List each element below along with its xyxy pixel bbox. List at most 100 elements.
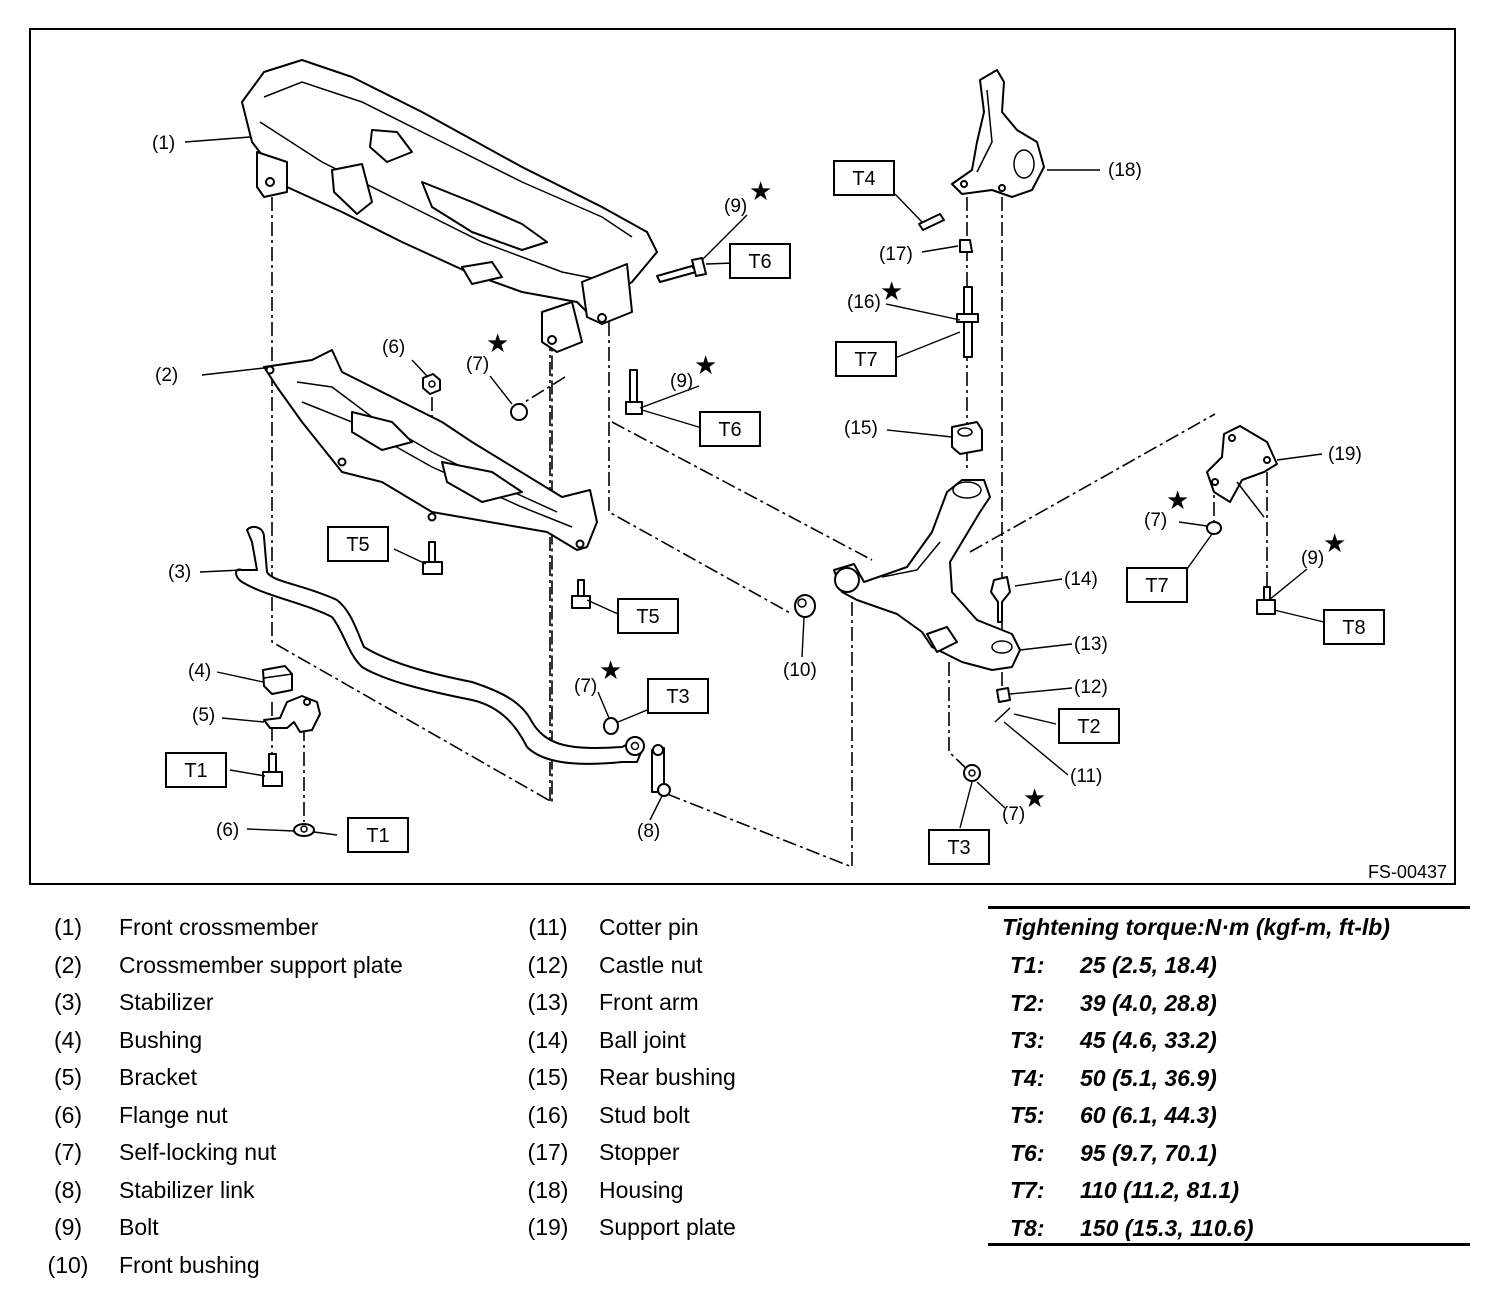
legend-number: (10) [47,1251,89,1278]
legend-number: (13) [527,989,569,1015]
support-plate-part [1206,425,1278,518]
legend-part-name: Crossmember support plate [119,951,403,978]
svg-text:T8: T8 [1342,617,1365,639]
torque-tag-t2: T2 [1058,708,1120,744]
callout-labels: (1) (2) (3) (4) (5) (6) (6) (7) (7) (7) … [152,133,1362,842]
legend-number: (14) [527,1026,569,1053]
callout-9-upper: (9) [724,196,747,217]
torque-value: 45 (4.6, 33.2) [1080,1027,1217,1053]
bracket-part [263,695,321,733]
torque-tag-t7-left: T7 [835,341,897,377]
torque-key: T4: [1010,1064,1045,1091]
legend-number: (9) [53,1214,83,1240]
torque-value: 25 (2.5, 18.4) [1080,952,1217,978]
callout-7-arm: (7) [1002,804,1025,825]
legend-part-name: Flange nut [119,1101,228,1128]
legend-part-name: Bushing [119,1026,203,1053]
star-icon: ★ [599,655,622,685]
star-icon: ★ [1166,485,1189,515]
housing-part [951,69,1045,198]
callout-7-stabilizer: (7) [574,676,597,697]
torque-key: T7: [1010,1177,1045,1203]
legend-number: (7) [53,1139,83,1165]
legend-part-name: Castle nut [599,951,703,978]
star-icon: ★ [486,328,509,358]
crossmember-support-plate-part [263,349,598,551]
callout-8: (8) [637,821,660,842]
callout-15: (15) [844,418,878,439]
torque-key: T5: [1010,1102,1045,1128]
legend-part-name: Stud bolt [599,1101,690,1128]
figure-id: FS-00437 [1368,862,1447,882]
star-icon: ★ [694,350,717,380]
legend-part-name: Stopper [599,1139,680,1165]
svg-text:T5: T5 [346,534,369,556]
torque-tag-t3-left: T3 [647,678,709,714]
torque-value: 110 (11.2, 81.1) [1080,1177,1239,1203]
callout-6-upper: (6) [382,337,405,358]
svg-text:T7: T7 [1145,575,1168,597]
leader-lines [184,136,1325,836]
legend-part-name: Front bushing [119,1251,260,1278]
legend-part-name: Housing [599,1176,684,1203]
svg-text:T1: T1 [184,760,207,782]
torque-key: T8: [1010,1214,1045,1241]
torque-tag-t1-lower: T1 [347,817,409,853]
legend-number: (15) [527,1064,569,1090]
legend-part-name: Ball joint [599,1026,686,1053]
front-arm-part [833,479,1021,671]
star-markers: ★ ★ ★ ★ ★ ★ ★ ★ [486,176,1346,813]
legend-part-name: Front crossmember [119,914,319,940]
torque-table: Tightening torque:N·m (kgf-m, ft-lb) T1:… [988,906,1470,1246]
star-icon: ★ [749,176,772,206]
torque-value: 50 (5.1, 36.9) [1080,1064,1217,1091]
callout-16: (16) [847,292,881,313]
alignment-lines [271,197,1268,869]
svg-text:T5: T5 [636,606,659,628]
legend-number: (12) [527,951,569,978]
callout-17: (17) [879,244,913,265]
torque-tag-t5-left: T5 [327,526,389,562]
torque-tag-t4: T4 [833,160,895,196]
svg-text:T3: T3 [666,686,689,708]
torque-tag-t1-upper: T1 [165,752,227,788]
legend-number: (18) [527,1176,569,1203]
callout-2: (2) [155,365,178,386]
legend-part-name: Stabilizer link [119,1176,255,1203]
star-icon: ★ [1323,528,1346,558]
torque-tag-t7-right: T7 [1126,567,1188,603]
diagram-drawing: T1 T1 T5 T5 T3 T6 T6 T4 T7 T2 T3 T7 T8 (… [152,59,1447,882]
legend-number: (6) [53,1101,83,1128]
svg-text:T1: T1 [366,825,389,847]
legend-number: (16) [527,1101,569,1128]
callout-19: (19) [1328,444,1362,465]
legend-number: (8) [53,1176,83,1203]
svg-text:T7: T7 [854,349,877,371]
legend-part-name: Bracket [119,1064,197,1090]
legend-part-name: Bolt [119,1214,159,1240]
torque-tag-t8: T8 [1323,609,1385,645]
svg-text:T4: T4 [852,168,875,190]
callout-9-plate: (9) [1301,548,1324,569]
torque-tag-t3-right: T3 [928,829,990,865]
callout-7-plate: (7) [1144,510,1167,531]
torque-value: 95 (9.7, 70.1) [1080,1139,1217,1166]
bushing-part [262,665,293,695]
torque-key: T6: [1010,1139,1045,1166]
callout-9-lower: (9) [670,371,693,392]
legend-number: (2) [53,951,83,978]
torque-table-title: Tightening torque:N·m (kgf-m, ft-lb) [1002,914,1390,940]
legend-number: (19) [527,1214,569,1240]
callout-10: (10) [783,660,817,681]
callout-7-upper: (7) [466,354,489,375]
svg-text:T6: T6 [718,419,741,441]
callout-1: (1) [152,133,175,154]
torque-tags: T1 T1 T5 T5 T3 T6 T6 T4 T7 T2 T3 T7 T8 [165,160,1385,865]
legend-number: (1) [53,914,83,940]
legend-part-name: Cotter pin [599,914,699,940]
torque-value: 60 (6.1, 44.3) [1080,1102,1217,1128]
legend-part-name: Rear bushing [599,1064,736,1090]
hardware-items [262,213,1276,837]
callout-18: (18) [1108,160,1142,181]
callout-3: (3) [168,562,191,583]
